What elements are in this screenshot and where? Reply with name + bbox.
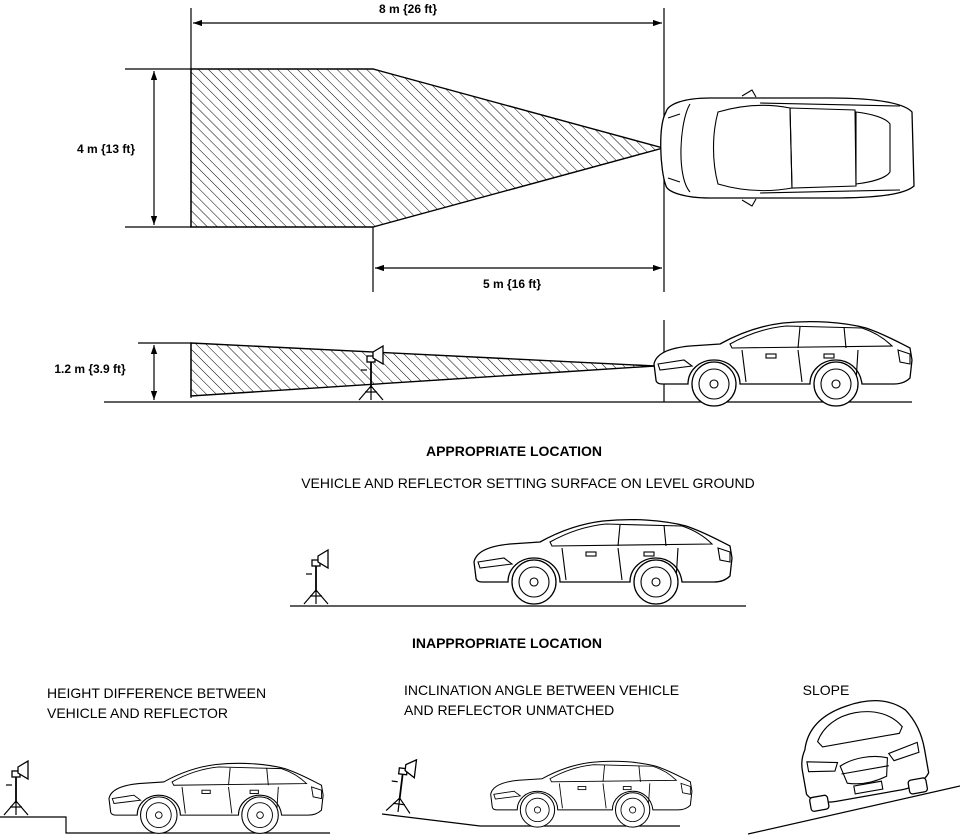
height-label: 1.2 m {3.9 ft}: [54, 362, 126, 376]
car-appropriate: [473, 518, 733, 605]
car-case-1: [108, 762, 324, 834]
reflector-tilted: [385, 756, 418, 815]
case-1-line2: VEHICLE AND REFLECTOR: [47, 705, 228, 721]
case-slope: SLOPE: [747, 682, 960, 835]
inner-length-label: 5 m {16 ft}: [483, 277, 541, 291]
plan-view: 8 m {26 ft} 4 m {13 ft} 5 m {16 ft}: [77, 2, 915, 292]
reflector-appropriate: [303, 549, 329, 605]
width-label: 4 m {13 ft}: [77, 142, 135, 156]
car-case-2: [490, 760, 693, 828]
case-2-line2: AND REFLECTOR UNMATCHED: [404, 702, 614, 718]
side-view: 1.2 m {3.9 ft}: [54, 320, 913, 407]
car-side-view: [653, 320, 913, 407]
case-1-line1: HEIGHT DIFFERENCE BETWEEN: [47, 685, 266, 701]
appropriate-caption: VEHICLE AND REFLECTOR SETTING SURFACE ON…: [301, 475, 755, 491]
car-top-view: [660, 89, 915, 207]
case-2-line1: INCLINATION ANGLE BETWEEN VEHICLE: [404, 682, 679, 698]
plan-detection-area: [190, 68, 666, 228]
case-height-difference: HEIGHT DIFFERENCE BETWEEN VEHICLE AND RE…: [0, 685, 330, 834]
appropriate-title: APPROPRIATE LOCATION: [426, 443, 602, 459]
inappropriate-title: INAPPROPRIATE LOCATION: [412, 635, 602, 651]
inappropriate-location: INAPPROPRIATE LOCATION HEIGHT DIFFERENCE…: [0, 635, 960, 835]
case-3-label: SLOPE: [803, 682, 850, 698]
case-inclination: INCLINATION ANGLE BETWEEN VEHICLE AND RE…: [381, 682, 693, 828]
overall-length-label: 8 m {26 ft}: [379, 2, 437, 16]
side-detection-area: [190, 342, 656, 397]
reflector-raised: [3, 760, 29, 816]
car-front-slope: [801, 700, 930, 812]
appropriate-location: APPROPRIATE LOCATION VEHICLE AND REFLECT…: [290, 443, 755, 607]
